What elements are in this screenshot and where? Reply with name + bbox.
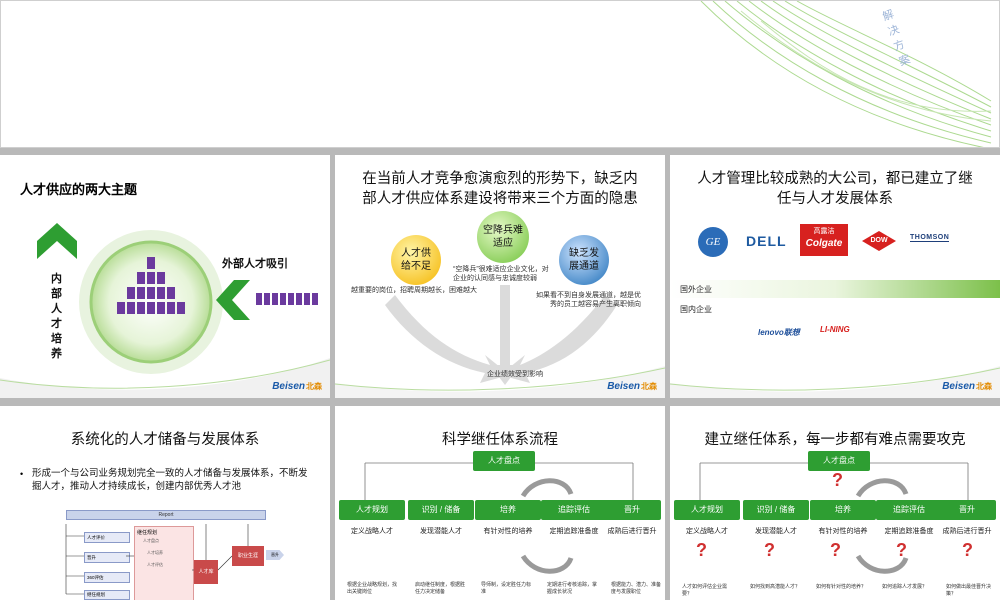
bullet-planning: 根据企业战略规划，找出关键岗位 bbox=[347, 582, 398, 595]
step-identify[interactable]: 识别 / 储备 bbox=[408, 500, 474, 520]
logo-lenovo: lenovo联想 bbox=[758, 328, 800, 337]
flow-connectors bbox=[364, 462, 634, 574]
sub-identify: 发现潜能人才 bbox=[755, 528, 797, 535]
bullet-promote: 根据能力、潜力、准备度与发展职位 bbox=[611, 582, 662, 595]
step-track[interactable]: 追踪评估 bbox=[541, 500, 607, 520]
top-slide: 解决方案 bbox=[0, 0, 1000, 148]
bullet-develop: 如何有针对性的培养？ bbox=[816, 584, 867, 590]
bullet-track: 定期进行考核追踪，掌握成长状况 bbox=[547, 582, 598, 595]
sub-track: 定期追踪准备度 bbox=[884, 528, 934, 535]
step-develop[interactable]: 培养 bbox=[475, 500, 541, 520]
logo-dell: DELL bbox=[746, 233, 787, 249]
logo-ge: GE bbox=[698, 227, 728, 257]
bottom-effect: 企业绩效受到影响 bbox=[487, 371, 543, 378]
diag-box-career: 职业生涯 bbox=[232, 546, 264, 566]
logo-thomson: THOMSON bbox=[910, 234, 950, 242]
step-promote[interactable]: 晋升 bbox=[938, 500, 996, 520]
sub-identify: 发现潜能人才 bbox=[420, 528, 462, 535]
slide-big-companies[interactable]: 人才管理比较成熟的大公司，都已建立了继任与人才发展体系 GE DELL 高露洁 … bbox=[670, 155, 1000, 398]
foreign-label: 国外企业 bbox=[680, 285, 712, 294]
domestic-label: 国内企业 bbox=[680, 305, 712, 314]
bullet-text: 形成一个与公司业务规划完全一致的人才储备与发展体系，不断发掘人才，推动人才持续成… bbox=[32, 468, 308, 492]
bullet-dot: • bbox=[20, 469, 24, 479]
diag-box-talentpool: 人才库 bbox=[194, 560, 218, 584]
sub-develop: 有针对性的培养 bbox=[818, 528, 868, 535]
slide-systematic-reserve[interactable]: 系统化的人才储备与发展体系 • 形成一个与公司业务规划完全一致的人才储备与发展体… bbox=[0, 406, 330, 600]
bullet-identify: 如何找到高潜能人才？ bbox=[750, 584, 801, 590]
question-icon: ? bbox=[962, 540, 973, 560]
logo-colgate: 高露洁 Colgate bbox=[800, 224, 848, 256]
diag-right-arrow: 晋升 bbox=[266, 550, 284, 560]
slide-title: 科学继任体系流程 bbox=[442, 432, 558, 448]
note-career: 如果看不到自身发展通道，越是优秀的员工越容易产生离职倾向 bbox=[536, 292, 641, 308]
diag-left-2: 晋升 bbox=[84, 552, 130, 563]
bottom-swoosh bbox=[670, 366, 1000, 398]
sub-promote: 成熟后进行晋升 bbox=[942, 528, 992, 535]
step-planning[interactable]: 人才规划 bbox=[674, 500, 740, 520]
slide-talent-supply[interactable]: 人才供应的两大主题 内部人才培养 外部人才吸引 bbox=[0, 155, 330, 398]
talent-review-node[interactable]: 人才盘点 bbox=[808, 451, 870, 471]
bullet-track: 如何追踪人才发展？ bbox=[882, 584, 928, 590]
sub-planning: 定义战略人才 bbox=[351, 528, 393, 535]
diagram: Report 人才评价 晋升 360评估 继任规划 继任规划 人才盘点 人才培养… bbox=[60, 510, 284, 600]
bullet-develop: 导师制，设定胜任力标准 bbox=[481, 582, 532, 595]
question-icon: ? bbox=[830, 540, 841, 560]
talent-review-node[interactable]: 人才盘点 bbox=[473, 451, 535, 471]
beisen-logo: Beisen北森 bbox=[272, 381, 322, 392]
question-icon: ? bbox=[832, 470, 843, 490]
sub-promote: 成熟后进行晋升 bbox=[607, 528, 657, 535]
diag-pink-box: 继任规划 人才盘点 人才培养 人才评估 bbox=[134, 526, 194, 600]
bullet-identify: 启动继任制度，根据胜任力决定储备 bbox=[415, 582, 466, 595]
foreign-bar bbox=[670, 280, 1000, 298]
logo-lining: LI-NING bbox=[820, 325, 850, 334]
slide-hidden-dangers[interactable]: 在当前人才竞争愈演愈烈的形势下，缺乏内部人才供应体系建设将带来三个方面的隐患 人… bbox=[335, 155, 665, 398]
sub-develop: 有针对性的培养 bbox=[483, 528, 533, 535]
up-arrow-icon bbox=[37, 223, 77, 259]
note-supply: 越重要的岗位，招聘周期越长，困难越大 bbox=[351, 287, 477, 294]
diag-report-bar: Report bbox=[66, 510, 266, 520]
question-icon: ? bbox=[896, 540, 907, 560]
left-arrow-icon bbox=[216, 280, 250, 320]
diag-left-1: 人才评价 bbox=[84, 532, 130, 543]
people-row-icon bbox=[256, 293, 318, 305]
diag-left-3: 360评估 bbox=[84, 572, 130, 583]
diag-connectors bbox=[65, 524, 249, 595]
step-develop[interactable]: 培养 bbox=[810, 500, 876, 520]
question-icon: ? bbox=[696, 540, 707, 560]
bubble-airborne-adapt: 空降兵难适应 bbox=[477, 211, 529, 263]
step-track[interactable]: 追踪评估 bbox=[876, 500, 942, 520]
internal-talent-label: 内部人才培养 bbox=[51, 273, 62, 360]
slide-title: 人才供应的两大主题 bbox=[20, 182, 138, 197]
beisen-logo: Beisen北森 bbox=[942, 381, 992, 392]
flow-connectors bbox=[699, 462, 969, 574]
arrows-graphic bbox=[385, 285, 617, 385]
question-icon: ? bbox=[764, 540, 775, 560]
slide-title: 在当前人才竞争愈演愈烈的形势下，缺乏内部人才供应体系建设将带来三个方面的隐患 bbox=[362, 171, 638, 207]
bubble-insufficient-supply: 人才供给不足 bbox=[391, 235, 441, 285]
sub-track: 定期追踪准备度 bbox=[549, 528, 599, 535]
logo-dow: DOW bbox=[862, 231, 896, 251]
slide-title: 人才管理比较成熟的大公司，都已建立了继任与人才发展体系 bbox=[697, 171, 973, 207]
bullet-promote: 如何做出最佳晋升决策？ bbox=[946, 584, 992, 597]
slide-title: 系统化的人才储备与发展体系 bbox=[70, 432, 260, 448]
people-pyramid-icon bbox=[117, 257, 185, 314]
beisen-logo: Beisen北森 bbox=[607, 381, 657, 392]
bullet-planning: 人才如何评估企业需要？ bbox=[682, 584, 728, 597]
step-planning[interactable]: 人才规划 bbox=[339, 500, 405, 520]
bubble-no-career-path: 缺乏发展通道 bbox=[559, 235, 609, 285]
slide-succession-challenges[interactable]: 建立继任体系，每一步都有难点需要攻克 人才盘点 ? 人才规划 识别 / 储备 培… bbox=[670, 406, 1000, 600]
external-talent-label: 外部人才吸引 bbox=[222, 258, 288, 270]
bottom-swoosh bbox=[335, 366, 665, 398]
slide-succession-process[interactable]: 科学继任体系流程 人才盘点 人才规划 识别 / 储备 培养 追踪评估 晋升 定义… bbox=[335, 406, 665, 600]
note-airborne: “空降兵”很难适应企业文化，对企业的认同感与忠诚度较弱 bbox=[453, 266, 549, 282]
step-promote[interactable]: 晋升 bbox=[603, 500, 661, 520]
step-identify[interactable]: 识别 / 储备 bbox=[743, 500, 809, 520]
decorative-curves bbox=[700, 1, 992, 147]
bottom-swoosh bbox=[0, 358, 330, 398]
slide-title: 建立继任体系，每一步都有难点需要攻克 bbox=[704, 432, 966, 448]
sub-planning: 定义战略人才 bbox=[686, 528, 728, 535]
